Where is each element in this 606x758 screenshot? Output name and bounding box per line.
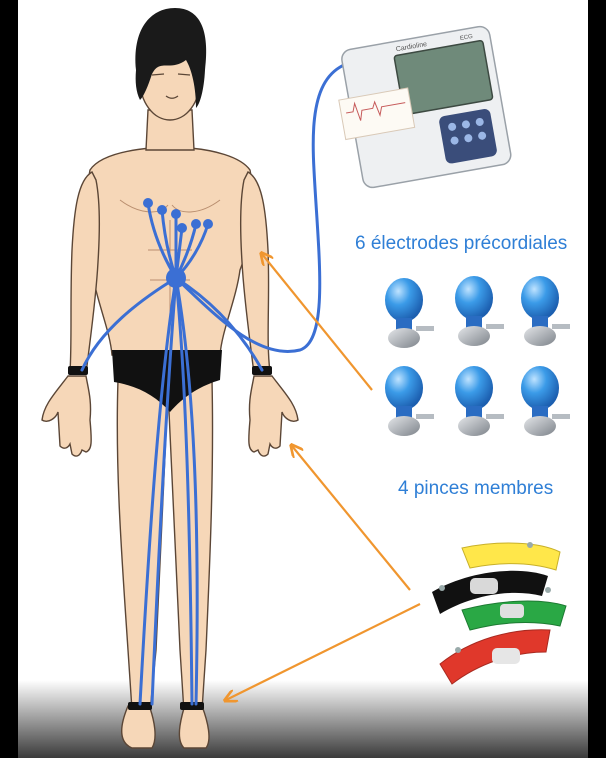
electrode-1	[385, 278, 434, 348]
arrow-electrodes-to-chest	[262, 254, 372, 390]
clamp-yellow	[462, 543, 560, 570]
electrode-2	[455, 276, 504, 346]
precordial-electrode-set	[385, 276, 570, 436]
electrode-5	[455, 366, 504, 436]
ecg-machine: Cardioline ECG	[330, 25, 512, 191]
floor-shadow	[18, 680, 588, 758]
lead-hub	[166, 268, 186, 288]
electrode-4	[385, 366, 434, 436]
electrode-6	[521, 366, 570, 436]
limb-clamp-set	[432, 542, 566, 684]
limb-clamps-label: 4 pinces membres	[398, 478, 553, 500]
arrow-clamps-to-wrist	[292, 446, 410, 590]
electrode-3	[521, 276, 570, 346]
precordial-electrodes-label: 6 électrodes précordiales	[355, 233, 567, 255]
